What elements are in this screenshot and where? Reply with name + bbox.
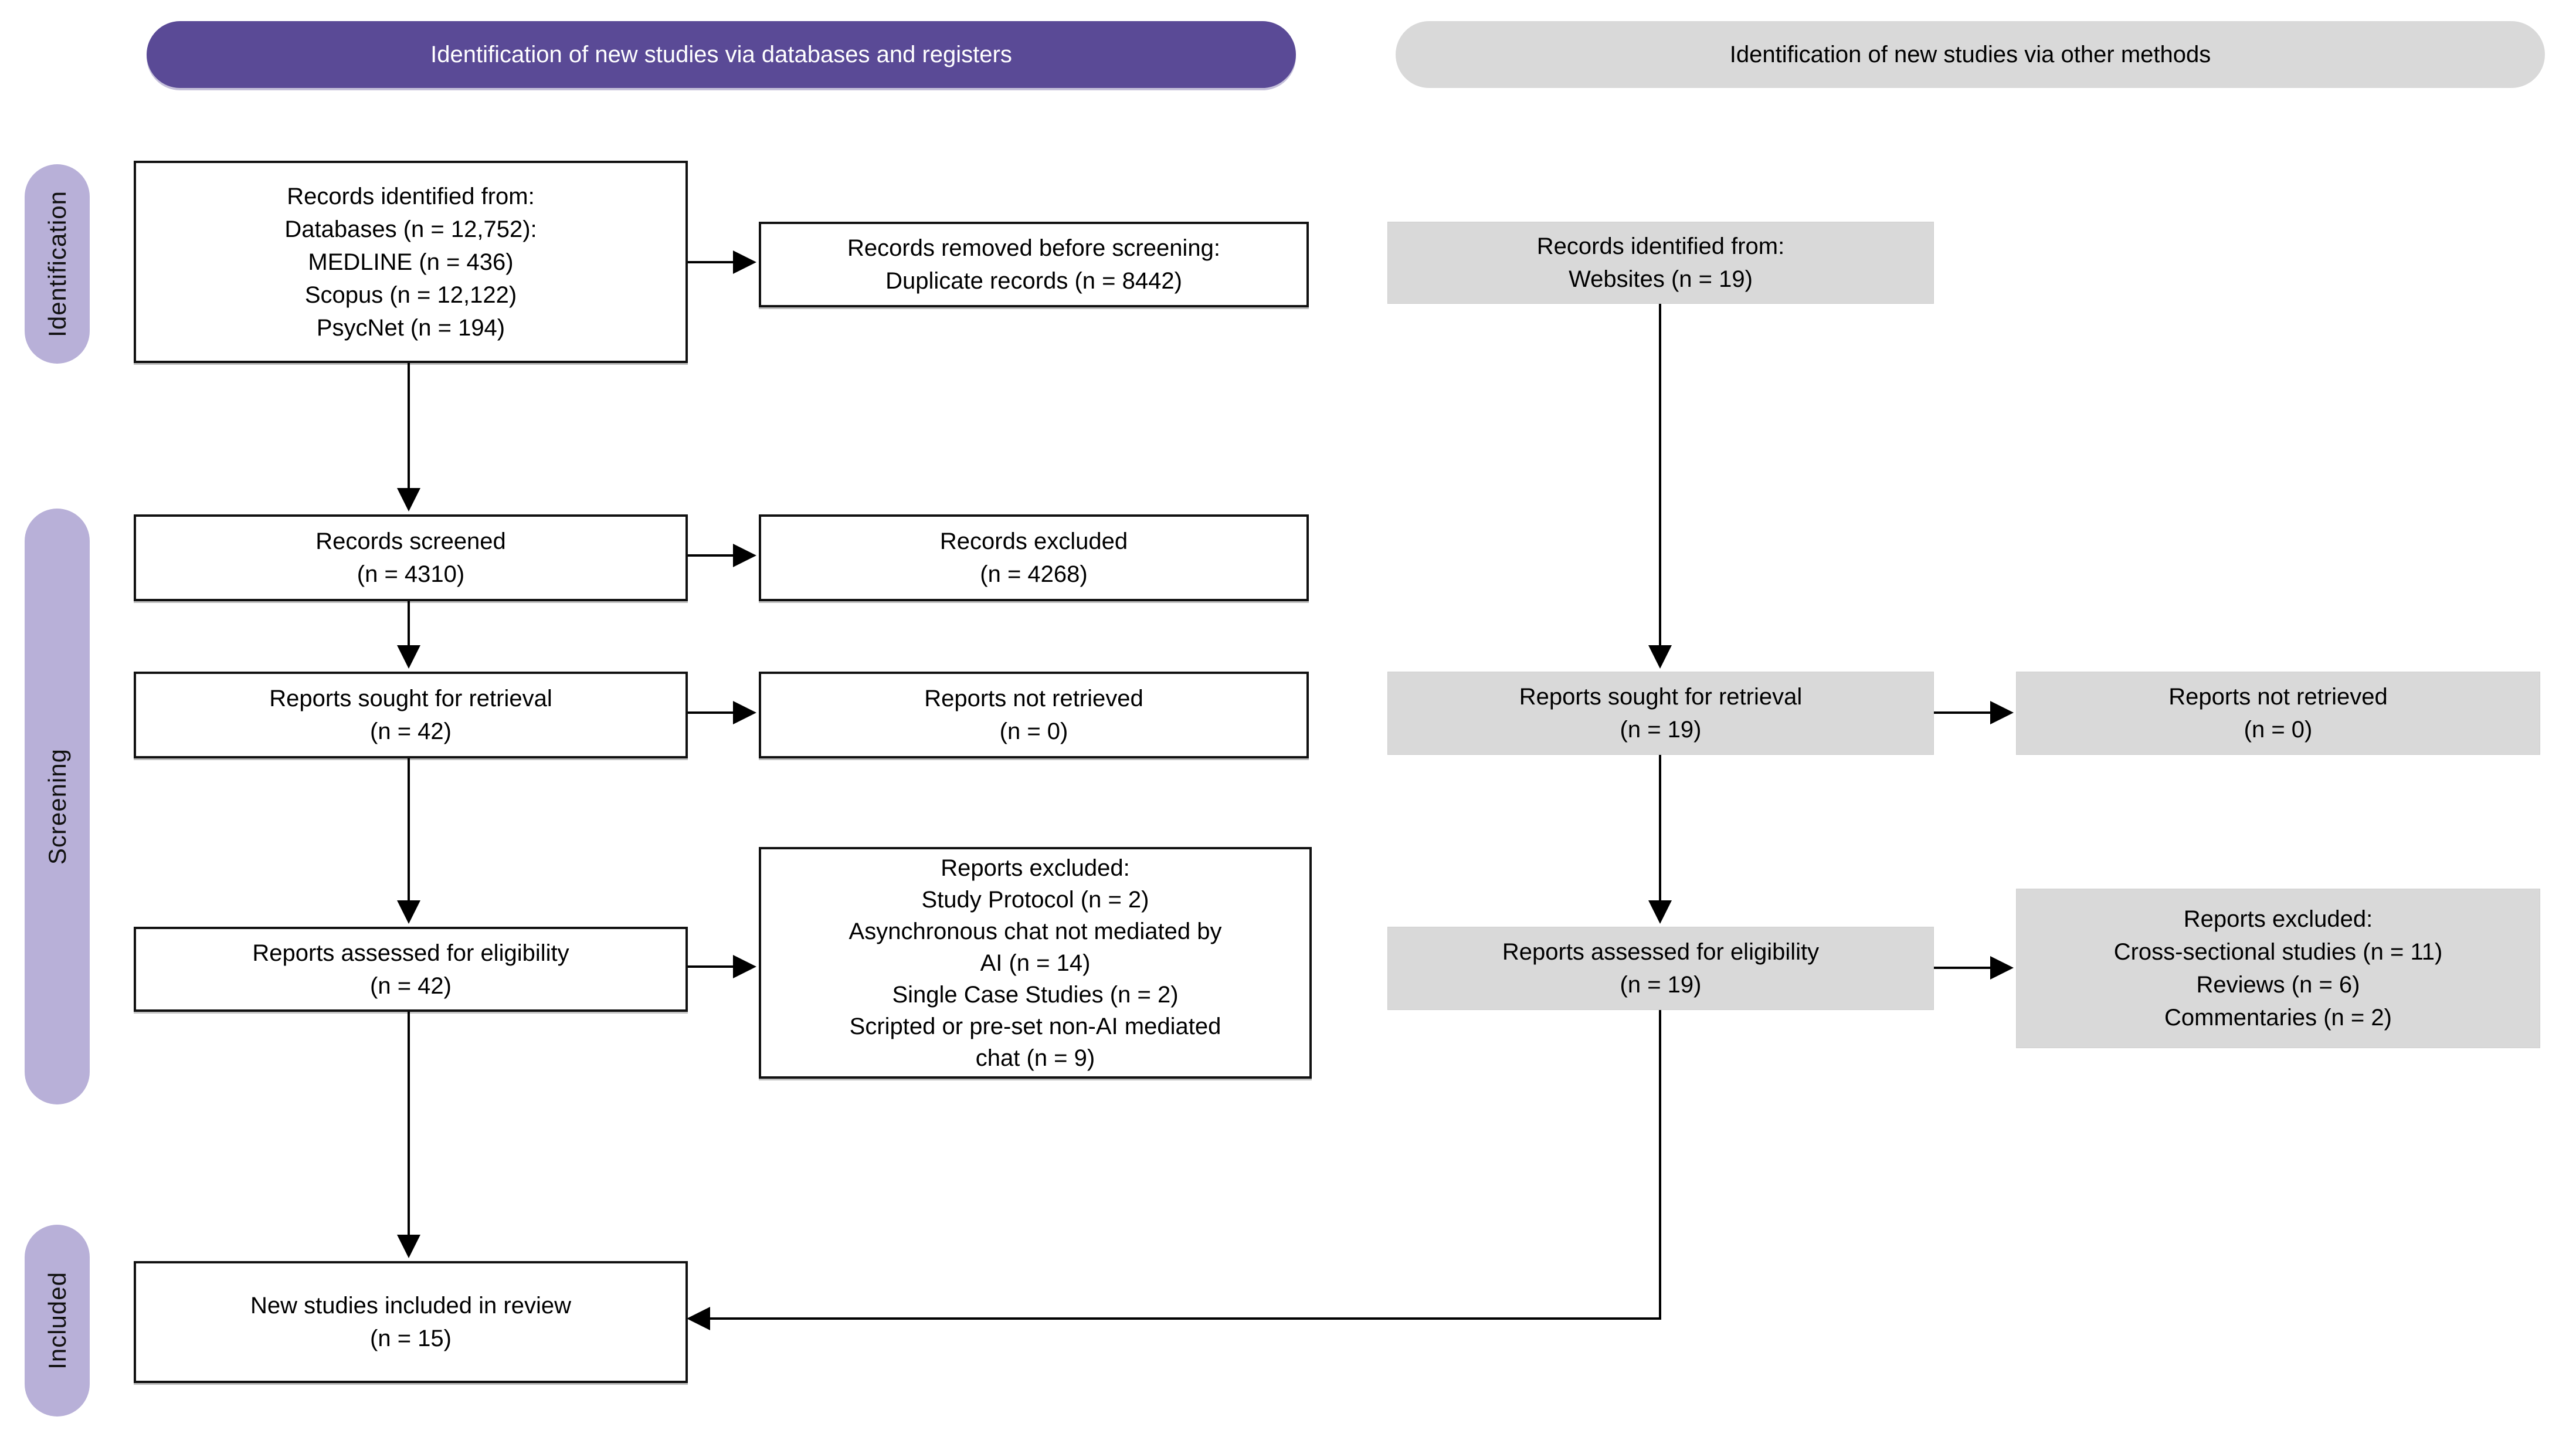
box-text-line: Asynchronous chat not mediated by [849,918,1222,944]
box-reports-not-retrieved-other: Reports not retrieved (n = 0) [2016,672,2540,755]
box-text-line: Duplicate records (n = 8442) [885,268,1182,294]
box-records-identified-databases: Records identified from: Databases (n = … [134,161,688,363]
box-text-line: (n = 4310) [357,561,465,587]
box-reports-excluded-other: Reports excluded: Cross-sectional studie… [2016,889,2540,1048]
box-records-identified-websites: Records identified from: Websites (n = 1… [1387,222,1934,304]
box-text-line: Scopus (n = 12,122) [304,282,517,308]
header-databases-registers: Identification of new studies via databa… [147,21,1296,88]
stage-included: Included [25,1225,90,1417]
stage-identification-label: Identification [43,191,71,337]
box-text-line: Reports assessed for eligibility [252,940,569,966]
stage-screening-label: Screening [43,748,71,865]
box-text-line: Study Protocol (n = 2) [921,886,1149,913]
box-text-line: Reports excluded: [2183,906,2373,932]
box-text-line: (n = 42) [370,719,452,744]
box-reports-sought-databases: Reports sought for retrieval (n = 42) [134,672,688,758]
box-text-line: (n = 19) [1620,717,1702,743]
box-text-line: MEDLINE (n = 436) [308,249,514,275]
box-text-line: Websites (n = 19) [1569,266,1753,292]
box-text-line: (n = 0) [2244,717,2313,743]
box-text-line: AI (n = 14) [980,950,1091,976]
box-text-line: Records identified from: [287,183,535,209]
box-text-line: Reports sought for retrieval [1519,684,1803,710]
box-text-line: (n = 15) [370,1326,452,1351]
box-records-removed: Records removed before screening: Duplic… [759,222,1309,307]
box-text-line: Records identified from: [1536,233,1785,259]
box-records-excluded: Records excluded (n = 4268) [759,514,1309,601]
box-reports-sought-other: Reports sought for retrieval (n = 19) [1387,672,1934,755]
box-text-line: Reports not retrieved [924,686,1143,711]
box-text-line: Reports sought for retrieval [269,686,552,711]
box-text-line: chat (n = 9) [975,1045,1095,1071]
box-text-line: (n = 19) [1620,972,1702,998]
header-databases-registers-label: Identification of new studies via databa… [430,41,1012,67]
box-text-line: (n = 0) [999,719,1068,744]
box-text-line: Reviews (n = 6) [2196,972,2360,998]
box-text-line: Commentaries (n = 2) [2164,1005,2392,1031]
box-text-line: Records removed before screening: [847,235,1220,261]
stage-identification: Identification [25,164,90,364]
box-text-line: Scripted or pre-set non-AI mediated [849,1013,1221,1039]
box-text-line: Reports not retrieved [2168,684,2388,710]
box-reports-excluded-databases: Reports excluded: Study Protocol (n = 2)… [759,847,1312,1079]
box-text-line: (n = 42) [370,972,452,999]
box-records-screened: Records screened (n = 4310) [134,514,688,601]
box-text-line: PsycNet (n = 194) [316,314,505,341]
box-text-line: Cross-sectional studies (n = 11) [2113,939,2443,965]
box-text-line: (n = 4268) [980,561,1088,587]
stage-screening: Screening [25,509,90,1104]
box-text-line: Records excluded [939,528,1128,554]
box-reports-assessed-other: Reports assessed for eligibility (n = 19… [1387,927,1934,1010]
box-text-line: Records screened [315,528,506,554]
box-text-line: Databases (n = 12,752): [284,216,537,242]
box-text-line: Reports assessed for eligibility [1502,939,1820,965]
box-text-line: Reports excluded: [941,855,1130,881]
header-other-methods-label: Identification of new studies via other … [1729,41,2211,67]
box-reports-assessed-databases: Reports assessed for eligibility (n = 42… [134,927,688,1012]
box-new-studies-included: New studies included in review (n = 15) [134,1261,688,1383]
header-other-methods: Identification of new studies via other … [1396,21,2545,88]
box-text-line: Single Case Studies (n = 2) [892,981,1179,1008]
box-reports-not-retrieved-databases: Reports not retrieved (n = 0) [759,672,1309,758]
box-text-line: New studies included in review [250,1293,571,1319]
stage-included-label: Included [43,1272,71,1370]
